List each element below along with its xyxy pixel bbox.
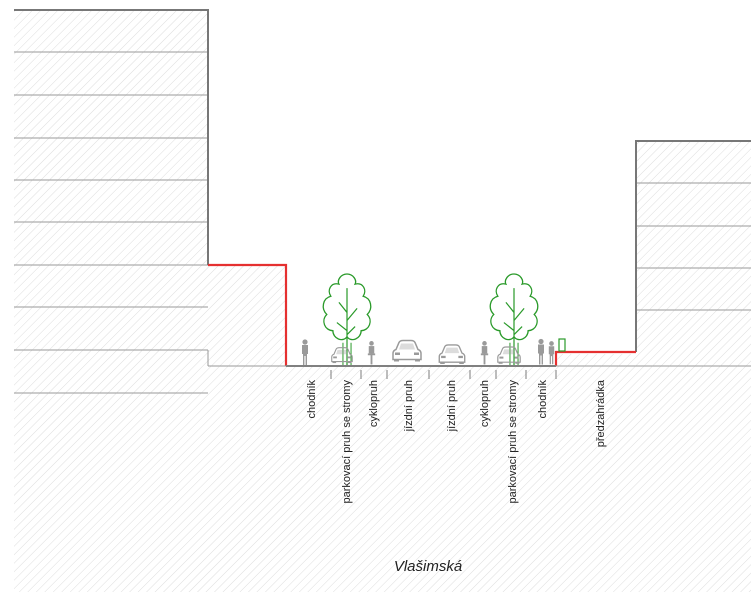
- label-cycle-right: cyklopruh: [479, 380, 491, 427]
- label-parking-right: parkovací pruh se stromy: [507, 380, 519, 504]
- parked-car-icon: [331, 347, 353, 364]
- cyclist-icon: [367, 341, 376, 365]
- label-front-garden: předzahrádka: [595, 379, 607, 447]
- car-icon: [392, 339, 422, 363]
- label-chodnik-right: chodník: [537, 380, 549, 419]
- shrub-icon: [558, 338, 566, 352]
- car-icon: [438, 344, 466, 364]
- ground-hatch: [14, 10, 751, 592]
- street-name: Vlašimská: [394, 558, 462, 575]
- label-chodnik-left: chodník: [306, 380, 318, 419]
- label-cycle-left: cyklopruh: [368, 380, 380, 427]
- pedestrian-icon: [538, 338, 544, 365]
- building-outlines: [14, 9, 751, 352]
- section-dividers: [330, 370, 557, 379]
- pedestrian-icon: [548, 341, 555, 365]
- parked-car-icon: [497, 346, 521, 364]
- cyclist-icon: [480, 341, 489, 365]
- pedestrian-icon: [302, 339, 308, 365]
- building-line: [208, 263, 636, 366]
- label-lane-right: jízdní pruh: [446, 380, 458, 432]
- left-building-floors: [14, 51, 209, 394]
- label-parking-left: parkovací pruh se stromy: [341, 380, 353, 504]
- section-labels: chodník parkovací pruh se stromy cyklopr…: [306, 379, 607, 503]
- right-building-floors: [636, 182, 751, 311]
- label-lane-left: jízdní pruh: [403, 380, 415, 432]
- tree-icon: [322, 273, 372, 365]
